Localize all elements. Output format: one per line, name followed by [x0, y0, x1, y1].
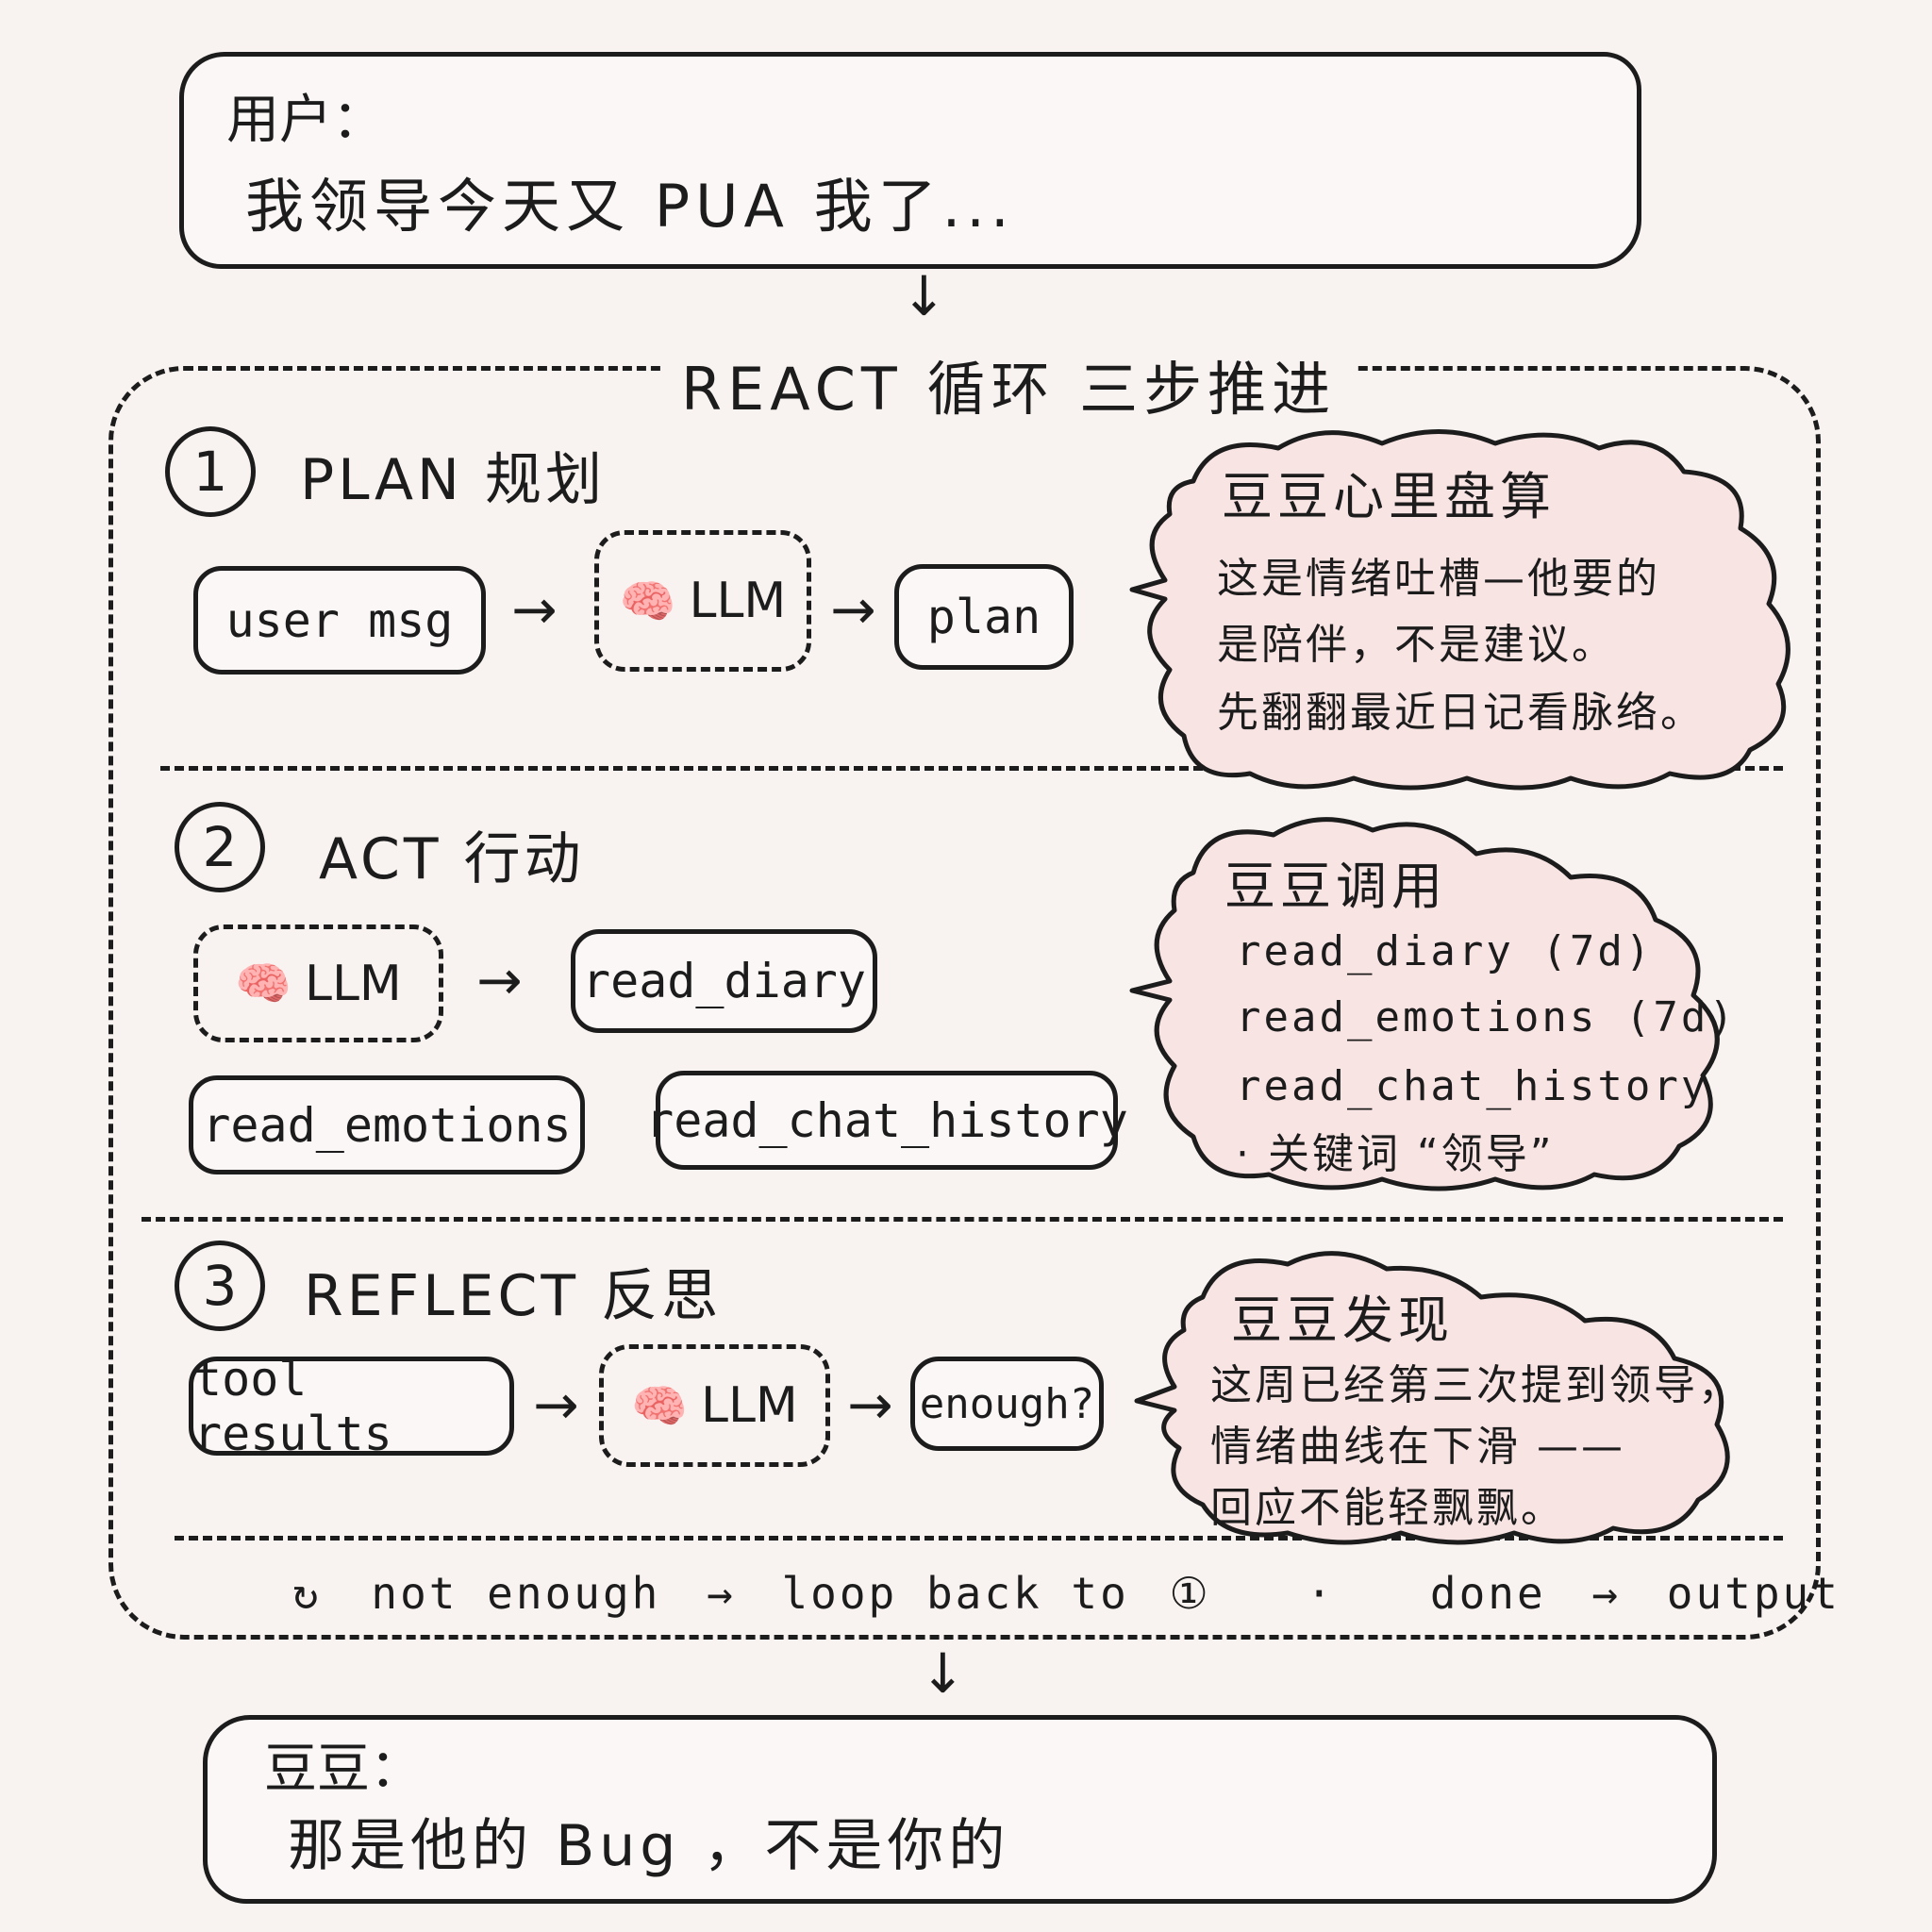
arrow-right-icon: →: [476, 948, 523, 1012]
step-number-3: 3: [175, 1241, 265, 1331]
node-enough: enough?: [910, 1357, 1104, 1451]
node-user-msg: user msg: [193, 566, 486, 675]
thought-line: · 关键词 “领导”: [1236, 1130, 1555, 1178]
arrow-right-icon: →: [830, 577, 876, 641]
thought-line: 回应不能轻飘飘。: [1210, 1484, 1565, 1532]
footer-loop-back: loop back to: [781, 1568, 1129, 1619]
node-read-diary: read_diary: [571, 929, 877, 1033]
thought-line: 是陪伴，不是建议。: [1217, 621, 1616, 669]
step-number-1: 1: [165, 426, 256, 517]
footer-output: output: [1666, 1568, 1840, 1619]
section-divider: [160, 766, 1783, 771]
section-divider: [142, 1217, 1783, 1222]
step-title-reflect: REFLECT 反思: [304, 1263, 723, 1329]
node-tool-results: tool results: [189, 1352, 514, 1461]
node-llm: 🧠 LLM: [193, 924, 443, 1042]
loop-title: REACT 循环 三步推进: [660, 341, 1357, 426]
reply-box: [203, 1715, 1717, 1904]
step-title-act: ACT 行动: [319, 826, 585, 892]
thought-head: 豆豆发现: [1231, 1291, 1454, 1350]
brain-icon: 🧠: [619, 575, 676, 628]
brain-icon: 🧠: [631, 1379, 688, 1433]
thought-line: read_emotions (7d): [1236, 993, 1737, 1041]
step-number-2: 2: [175, 802, 265, 892]
thought-line: 这周已经第三次提到领导，: [1210, 1361, 1742, 1409]
node-llm: 🧠 LLM: [599, 1344, 830, 1467]
arrow-down-icon: ↓: [920, 1641, 966, 1706]
node-plan: plan: [894, 564, 1074, 670]
section-divider: [175, 1536, 1783, 1541]
llm-label: LLM: [304, 955, 402, 1012]
arrow-right-icon: →: [511, 577, 558, 641]
user-label: 用户：: [226, 90, 385, 151]
reply-message: 那是他的 Bug ，不是你的: [288, 1813, 1010, 1879]
thought-cloud-act: [1129, 817, 1720, 1191]
user-message: 我领导今天又 PUA 我了...: [245, 172, 1015, 241]
arrow-right-icon: →: [707, 1568, 736, 1619]
thought-head: 豆豆调用: [1224, 857, 1447, 916]
footer-not-enough: not enough: [371, 1568, 661, 1619]
node-read-chat-history: read_chat_history: [645, 1071, 1128, 1170]
node-read-emotions: read_emotions: [189, 1075, 585, 1174]
thought-cloud-plan: [1129, 429, 1790, 791]
thought-line: 这是情绪吐槽—他要的: [1217, 555, 1660, 603]
footer-done: done: [1429, 1568, 1546, 1619]
thought-line: 情绪曲线在下滑 ——: [1210, 1423, 1625, 1471]
thought-line: read_diary (7d): [1236, 927, 1654, 975]
arrow-right-icon: →: [847, 1373, 893, 1437]
thought-line: read_chat_history: [1236, 1062, 1709, 1110]
llm-label: LLM: [689, 573, 787, 629]
thought-head: 豆豆心里盘算: [1222, 467, 1556, 526]
loop-icon: ↻: [292, 1568, 322, 1619]
arrow-right-icon: →: [1591, 1568, 1622, 1619]
reply-label: 豆豆：: [264, 1739, 423, 1800]
arrow-right-icon: →: [533, 1373, 579, 1437]
thought-cloud-reflect: [1134, 1251, 1730, 1545]
node-llm: 🧠 LLM: [594, 530, 811, 672]
user-message-box: [179, 52, 1641, 269]
brain-icon: 🧠: [235, 958, 291, 1010]
arrow-down-icon: ↓: [901, 264, 947, 328]
step-title-plan: PLAN 规划: [300, 447, 606, 513]
loop-footer: ↻ not enough → loop back to ① · done → o…: [292, 1568, 1840, 1619]
footer-separator: ·: [1306, 1568, 1336, 1619]
footer-loop-target: ①: [1169, 1568, 1211, 1619]
thought-line: 先翻翻最近日记看脉络。: [1217, 689, 1705, 737]
llm-label: LLM: [700, 1377, 798, 1434]
